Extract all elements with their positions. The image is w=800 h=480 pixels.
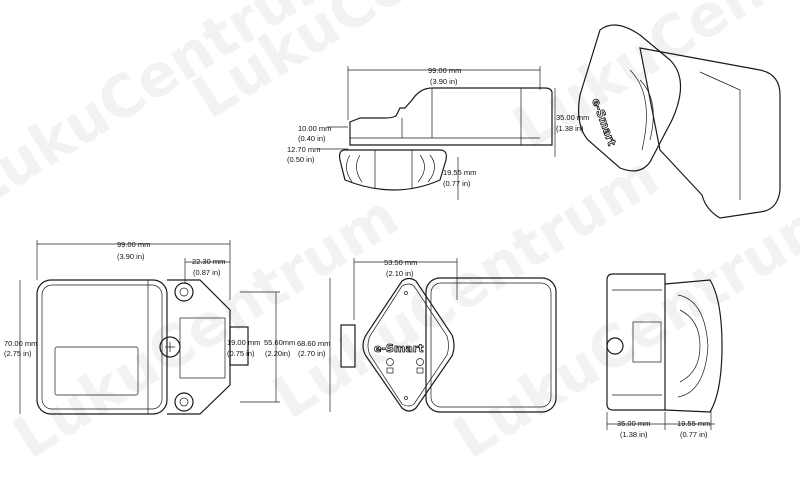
dimension-label: 10.00 mm xyxy=(298,124,331,133)
dimension-label: 70.00 mm xyxy=(4,339,37,348)
dimension-label: 53.50 mm xyxy=(384,258,417,267)
dimension-label: (0.77 in) xyxy=(443,179,471,188)
dimension-label: 99.00 mm xyxy=(117,240,150,249)
dimension-label: 55.60mm xyxy=(264,338,295,347)
dimension-label: 19.00 mm xyxy=(227,338,260,347)
dimension-label: 35.00 mm xyxy=(617,419,650,428)
lock-icon xyxy=(386,358,394,374)
dimension-label: (1.38 in) xyxy=(556,124,584,133)
dimension-label: 35.00 mm xyxy=(556,113,589,122)
front-view: e-Smart 53.50 mm (2.10 in) 68.60 mm (2.7… xyxy=(297,258,557,413)
dimension-label: 22.30 mm xyxy=(192,257,225,266)
dimension-label: (2.70 in) xyxy=(298,349,326,358)
dimension-label: (0.50 in) xyxy=(287,155,315,164)
dimension-label: (0.40 in) xyxy=(298,134,326,143)
dimension-label: (2.20in) xyxy=(265,349,291,358)
dimension-label: (0.75 in) xyxy=(227,349,255,358)
unlock-icon xyxy=(416,358,424,374)
dimension-label: (0.77 in) xyxy=(680,430,708,439)
dimension-label: (3.90 in) xyxy=(430,77,458,86)
dimension-label: 19.55 mm xyxy=(443,168,476,177)
dimension-label: (3.90 in) xyxy=(117,252,145,261)
back-view: 99.00 mm (3.90 in) 22.30 mm (0.87 in) 70… xyxy=(4,240,295,415)
end-view: 35.00 mm (1.38 in) 19.55 mm (0.77 in) xyxy=(606,273,723,439)
dimension-label: 12.70 mm xyxy=(287,145,320,154)
dimension-label: (2.75 in) xyxy=(4,349,32,358)
dimension-label: 68.60 mm xyxy=(297,339,330,348)
dimension-label: (1.38 in) xyxy=(620,430,648,439)
dimension-label: 19.55 mm xyxy=(677,419,710,428)
dimension-label: (2.10 in) xyxy=(386,269,414,278)
dimension-label: (0.87 in) xyxy=(193,268,221,277)
side-view: 99.00 mm (3.90 in) 35.00 mm (1.38 in) 10… xyxy=(287,66,589,200)
dimension-label: 99.00 mm xyxy=(428,66,461,75)
e-smart-logo: e-Smart xyxy=(374,342,424,355)
